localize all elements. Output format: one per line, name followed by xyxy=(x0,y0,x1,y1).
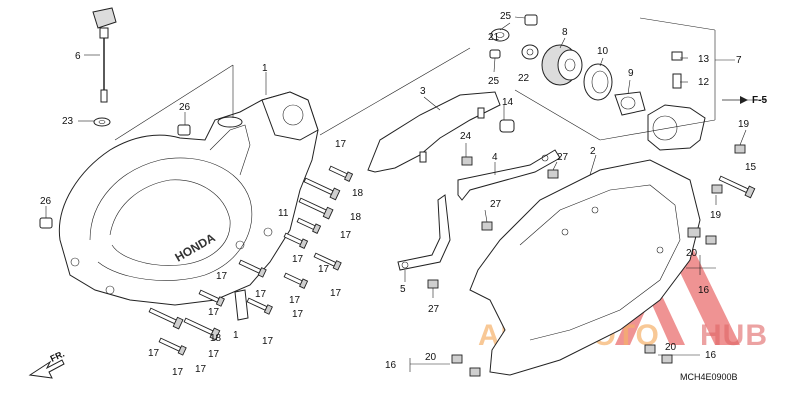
callout-22: 22 xyxy=(518,73,530,84)
callout-18: 18 xyxy=(352,188,364,199)
callout-17: 17 xyxy=(208,307,220,318)
callout-17: 17 xyxy=(255,289,267,300)
dipstick-washer xyxy=(93,117,111,127)
callout-27: 27 xyxy=(490,199,502,210)
callout-17: 17 xyxy=(172,367,184,378)
callout-16: 16 xyxy=(385,360,397,371)
right-side-cover xyxy=(469,159,701,376)
cover-strip xyxy=(367,91,501,173)
callout-16: 16 xyxy=(698,285,710,296)
callout-17: 17 xyxy=(148,348,160,359)
leader-box-top xyxy=(319,47,471,136)
callout-14: 14 xyxy=(502,97,514,108)
callout-2: 2 xyxy=(590,146,596,157)
callout-4: 4 xyxy=(492,152,498,163)
callout-18: 18 xyxy=(210,333,222,344)
callout-17: 17 xyxy=(318,264,330,275)
callout-27: 27 xyxy=(557,152,569,163)
callout-17: 17 xyxy=(335,139,347,150)
callout-3: 3 xyxy=(420,86,426,97)
left-crankcase-cover: HONDA xyxy=(58,91,319,306)
callout-27: 27 xyxy=(428,304,440,315)
watermark-triangle-inner xyxy=(615,270,685,345)
callout-20: 20 xyxy=(425,352,437,363)
callout-1: 1 xyxy=(262,63,268,74)
mounting-bracket xyxy=(397,149,561,271)
callout-17: 17 xyxy=(262,336,274,347)
callout-17: 17 xyxy=(292,254,304,265)
callout-12: 12 xyxy=(698,77,710,88)
watermark-text-b: HUB xyxy=(700,319,768,352)
callout-17: 17 xyxy=(292,309,304,320)
ref-label: F-5 xyxy=(752,95,767,106)
callout-20: 20 xyxy=(686,248,698,259)
shaft-housing xyxy=(514,17,716,151)
bolt-group-right xyxy=(451,144,756,377)
callout-7: 7 xyxy=(736,55,742,66)
dowel-pin-left xyxy=(39,217,53,229)
callout-1: 1 xyxy=(233,330,239,341)
callout-26: 26 xyxy=(40,196,52,207)
callout-25: 25 xyxy=(500,11,512,22)
callout-23: 23 xyxy=(62,116,74,127)
dowel-pin-upper xyxy=(177,124,191,136)
ref-arrow-f5: F-5 xyxy=(722,95,767,106)
diagram-code: MCH4E0900B xyxy=(680,372,738,382)
callout-17: 17 xyxy=(340,230,352,241)
callout-17: 17 xyxy=(289,295,301,306)
front-direction-label: FR. xyxy=(49,349,66,364)
callout-8: 8 xyxy=(562,27,568,38)
callout-10: 10 xyxy=(597,46,609,57)
callout-17: 17 xyxy=(330,288,342,299)
callout-17: 17 xyxy=(195,364,207,375)
callout-21: 21 xyxy=(488,32,500,43)
callout-24: 24 xyxy=(460,131,472,142)
callout-9: 9 xyxy=(628,68,634,79)
leader-box-1-left xyxy=(114,64,234,141)
callout-19: 19 xyxy=(710,210,722,221)
front-direction-indicator: FR. xyxy=(28,349,66,379)
callout-16: 16 xyxy=(705,350,717,361)
seal-bearing-stack xyxy=(490,28,646,116)
callout-15: 15 xyxy=(745,162,757,173)
oil-dipstick xyxy=(92,7,117,103)
small-fasteners-center xyxy=(427,14,559,289)
callout-17: 17 xyxy=(208,349,220,360)
callout-5: 5 xyxy=(400,284,406,295)
callout-11: 11 xyxy=(278,208,289,219)
callout-18: 18 xyxy=(350,212,362,223)
callout-26: 26 xyxy=(179,102,191,113)
callout-20: 20 xyxy=(665,342,677,353)
bolt-group-left-cover xyxy=(148,165,354,356)
callout-6: 6 xyxy=(75,51,81,62)
callout-25: 25 xyxy=(488,76,500,87)
callout-17: 17 xyxy=(216,271,228,282)
callout-19: 19 xyxy=(738,119,750,130)
callout-13: 13 xyxy=(698,54,710,65)
callout-labels: 1 1 2 3 4 5 6 7 8 9 10 11 12 13 14 15 16… xyxy=(40,11,757,378)
